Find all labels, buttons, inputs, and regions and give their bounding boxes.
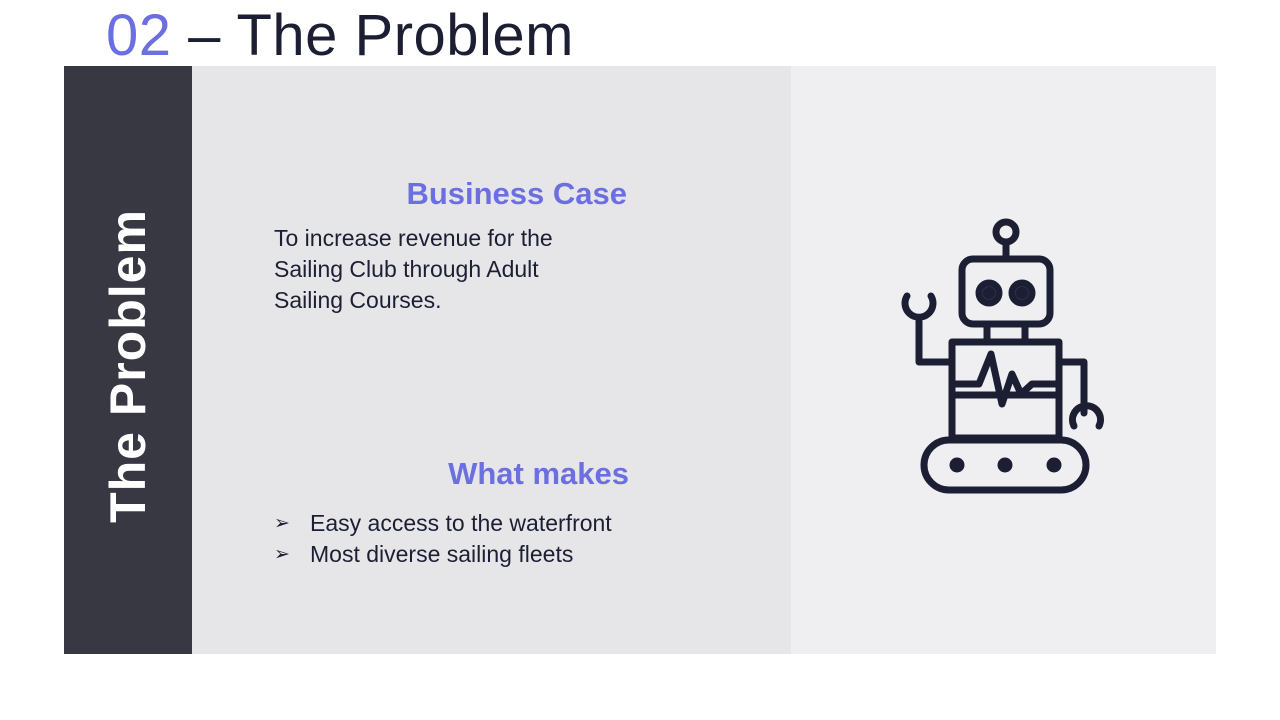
robot-icon: [901, 218, 1104, 494]
title-text: – The Problem: [171, 3, 574, 68]
sidebar: The Problem: [64, 66, 192, 654]
sidebar-label: The Problem: [100, 209, 156, 523]
page-title: 02 – The Problem: [106, 0, 574, 68]
list-item: ➢ Most diverse sailing fleets: [274, 539, 612, 570]
business-case-body: To increase revenue for the Sailing Club…: [274, 225, 553, 313]
what-makes-heading: What makes: [448, 456, 629, 491]
illustration-area: [791, 66, 1216, 654]
list-item-text: Most diverse sailing fleets: [310, 541, 574, 567]
section-number: 02: [106, 3, 172, 68]
arrow-bullet-icon: ➢: [274, 513, 290, 534]
list-item: ➢ Easy access to the waterfront: [274, 508, 612, 539]
what-makes-list: ➢ Easy access to the waterfront ➢ Most d…: [274, 508, 612, 570]
content-panel: The Problem Business Case To increase re…: [64, 66, 1216, 654]
text-area: Business Case To increase revenue for th…: [192, 66, 791, 654]
arrow-bullet-icon: ➢: [274, 544, 290, 565]
list-item-text: Easy access to the waterfront: [310, 510, 612, 536]
business-case-heading: Business Case: [406, 176, 627, 211]
